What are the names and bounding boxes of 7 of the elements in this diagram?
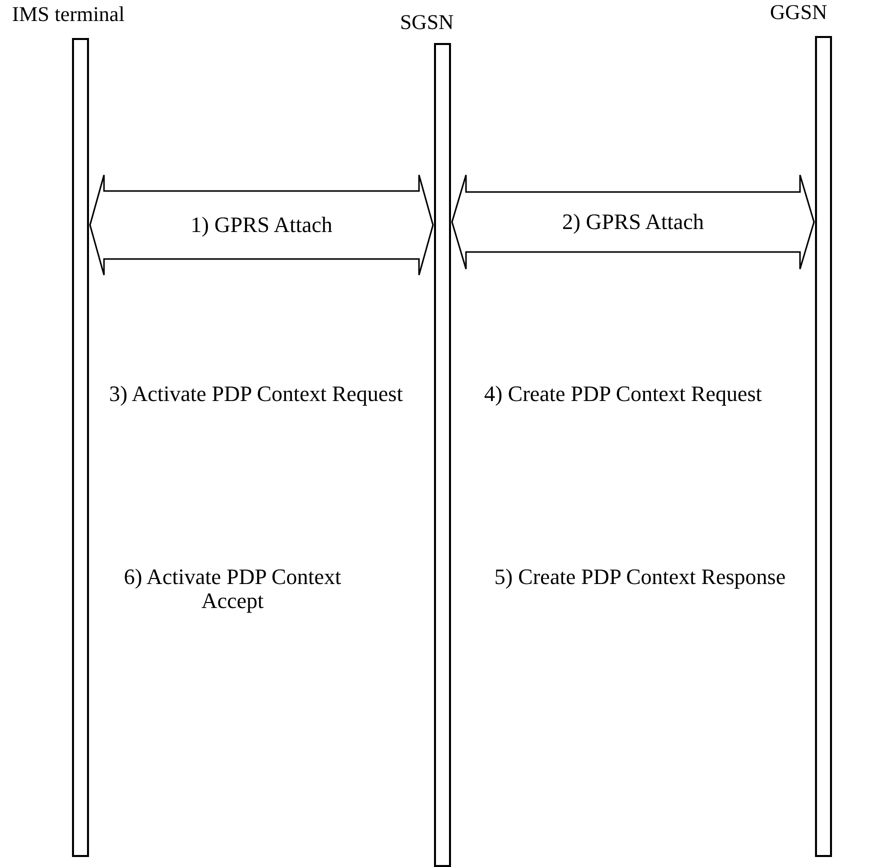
step-label: 3) Activate PDP Context Request <box>108 382 404 406</box>
step-label: 5) Create PDP Context Response <box>493 565 787 589</box>
lifeline-label: IMS terminal <box>12 2 125 27</box>
step-label: 4) Create PDP Context Request <box>483 382 763 406</box>
lifeline-label: GGSN <box>770 0 828 25</box>
step-label: 6) Activate PDP Context Accept <box>122 565 342 613</box>
lifeline-label: SGSN <box>400 10 454 35</box>
